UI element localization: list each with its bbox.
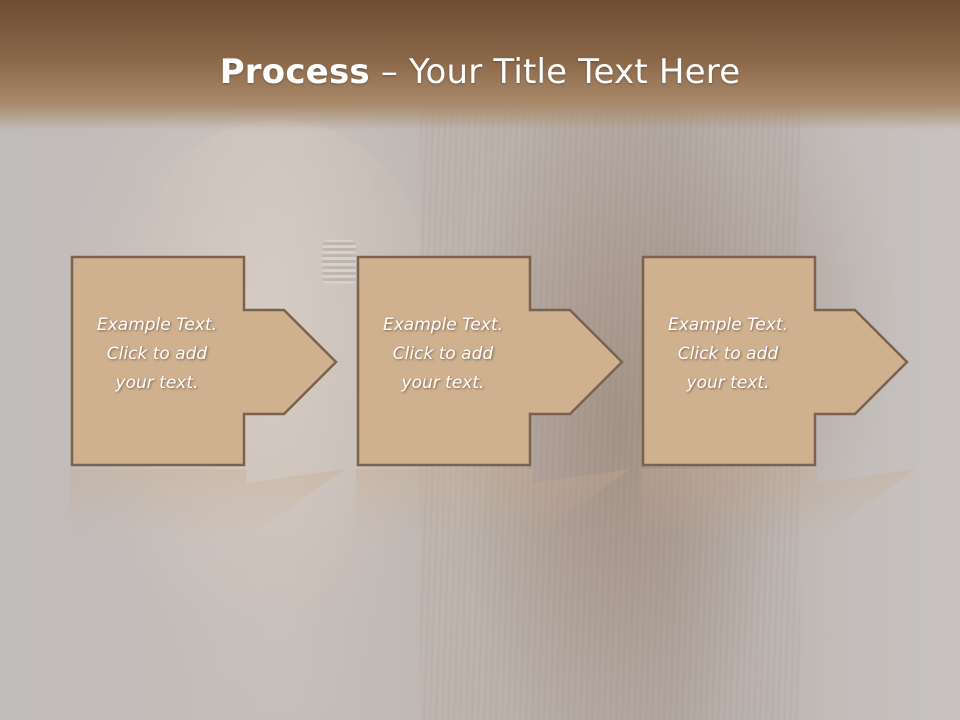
step-2-text[interactable]: Example Text. Click to add your text. [382,315,504,393]
header-band [0,0,960,130]
step-2-arrow-box-shape [356,255,624,467]
background-bracelet [322,240,356,284]
step-1-text[interactable]: Example Text. Click to add your text. [96,315,218,393]
step-1-arrow-box-shape [70,255,338,467]
title-strong: Process [219,52,370,92]
process-step-2[interactable]: Example Text. Click to add your text. [356,255,631,467]
process-step-1[interactable]: Example Text. Click to add your text. [70,255,345,467]
process-step-3[interactable]: Example Text. Click to add your text. [641,255,916,467]
slide-title[interactable]: Process – Your Title Text Here [0,52,960,92]
step-3-arrow-box-shape [641,255,909,467]
title-rest: – Your Title Text Here [369,52,741,92]
step-3-text[interactable]: Example Text. Click to add your text. [667,315,789,393]
